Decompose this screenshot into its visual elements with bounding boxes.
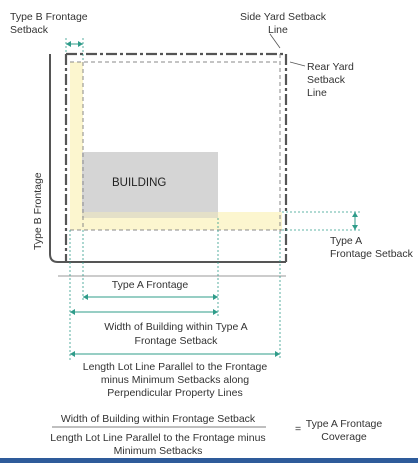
arrowhead [70, 309, 75, 315]
formula-equals: = [295, 423, 301, 435]
building-label: BUILDING [112, 177, 166, 189]
arrowhead [66, 41, 71, 47]
arrowhead [83, 294, 88, 300]
arrowhead [352, 212, 358, 217]
formula-numerator: Width of Building within Frontage Setbac… [61, 413, 256, 425]
arrowhead [213, 309, 218, 315]
arrowhead [352, 225, 358, 230]
property-boundary [66, 52, 288, 262]
formula-denominator: Length Lot Line Parallel to the Frontage… [50, 432, 265, 457]
building [82, 152, 218, 213]
lot-length-label: Length Lot Line Parallel to the Frontage… [83, 361, 268, 399]
arrowhead [70, 351, 75, 357]
lot-line [49, 54, 286, 263]
rear-yard-leader [289, 61, 306, 67]
footer-bar [0, 458, 418, 463]
arrowhead [78, 41, 83, 47]
arrowhead [275, 351, 280, 357]
arrowhead [213, 294, 218, 300]
type-b-setback-zone [70, 62, 83, 230]
type-b-frontage-label: Type B Frontage [32, 172, 44, 250]
building-in-setback [82, 212, 218, 218]
type-a-frontage-label: Type A Frontage [112, 279, 189, 291]
side-yard-leader [269, 33, 281, 49]
